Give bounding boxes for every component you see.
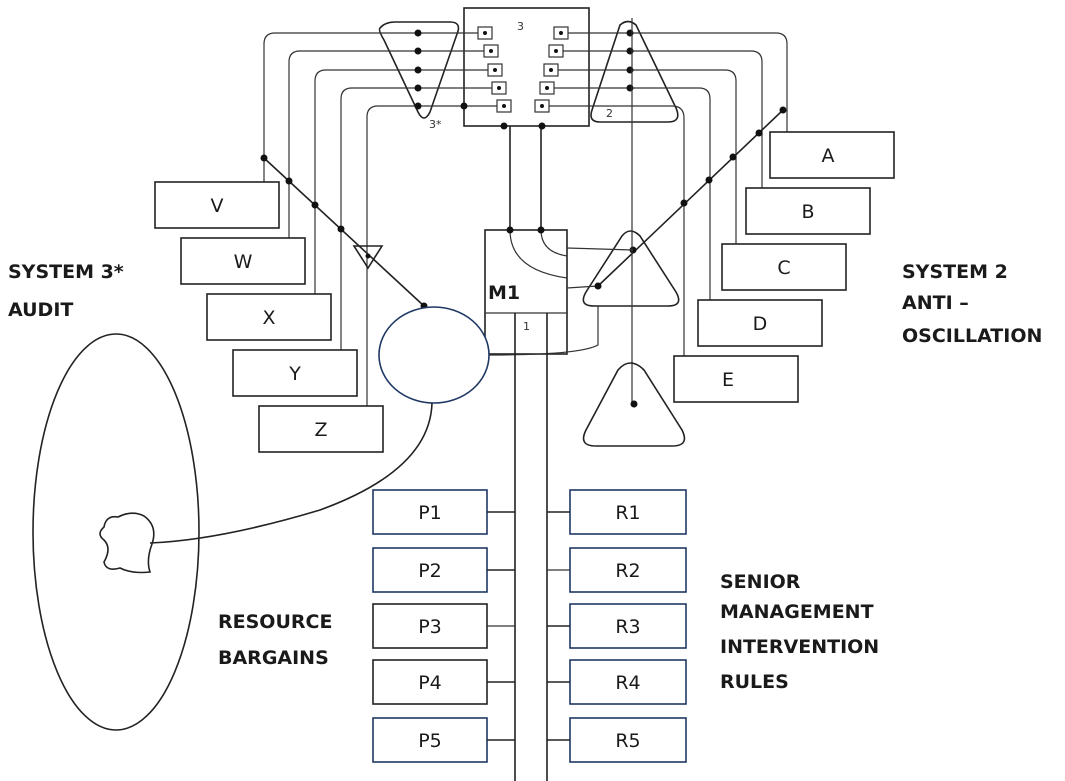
audit-circle bbox=[379, 307, 489, 403]
senior-heading-line4: RULES bbox=[720, 671, 789, 693]
box-p1-label: P1 bbox=[418, 502, 442, 524]
p-connectors bbox=[487, 512, 515, 740]
box-r5-label: R5 bbox=[615, 730, 640, 752]
box-r1-label: R1 bbox=[615, 502, 640, 524]
box-p4-label: P4 bbox=[418, 672, 442, 694]
r-connectors bbox=[547, 512, 570, 740]
box-y-label: Y bbox=[288, 363, 301, 385]
left-boxes: V W X Y Z bbox=[155, 182, 383, 452]
box-c-label: C bbox=[777, 257, 790, 279]
resource-heading-line1: RESOURCE bbox=[218, 611, 332, 633]
senior-heading-line1: SENIOR bbox=[720, 571, 801, 593]
box-z-label: Z bbox=[314, 419, 327, 441]
system2-heading-line2: ANTI – bbox=[902, 292, 969, 314]
box-r4-label: R4 bbox=[615, 672, 640, 694]
box-x-label: X bbox=[262, 307, 275, 329]
system2-triangle bbox=[591, 22, 678, 123]
system2-heading-line3: OSCILLATION bbox=[902, 325, 1042, 347]
system3-heading-line2: AUDIT bbox=[8, 299, 73, 321]
system3-number: 3 bbox=[517, 20, 524, 33]
system3star-label: 3* bbox=[429, 118, 442, 131]
box-a-label: A bbox=[822, 145, 835, 167]
senior-heading-line3: INTERVENTION bbox=[720, 636, 879, 658]
system2-center-triangle bbox=[583, 231, 678, 306]
system2-heading-line1: SYSTEM 2 bbox=[902, 261, 1008, 283]
system3-box bbox=[464, 8, 589, 126]
m1-number: 1 bbox=[523, 320, 530, 333]
box-r3-label: R3 bbox=[615, 616, 640, 638]
box-p2-label: P2 bbox=[418, 560, 442, 582]
system2-label: 2 bbox=[606, 107, 613, 120]
box-p5-label: P5 bbox=[418, 730, 442, 752]
box-p3-label: P3 bbox=[418, 616, 442, 638]
operation-blob bbox=[100, 513, 154, 572]
m1-label: M1 bbox=[488, 282, 520, 304]
right-boxes: A B C D E bbox=[674, 132, 894, 402]
box-r2-label: R2 bbox=[615, 560, 640, 582]
system3-heading-line1: SYSTEM 3* bbox=[8, 261, 124, 283]
box-e-label: E bbox=[722, 369, 734, 391]
box-b-label: B bbox=[801, 201, 814, 223]
box-w-label: W bbox=[234, 251, 253, 273]
box-v-label: V bbox=[211, 195, 224, 217]
p-boxes: P1 P2 P3 P4 P5 bbox=[373, 490, 487, 762]
resource-heading-line2: BARGAINS bbox=[218, 647, 329, 669]
box-e bbox=[674, 356, 798, 402]
senior-heading-line2: MANAGEMENT bbox=[720, 601, 874, 623]
r-boxes: R1 R2 R3 R4 R5 bbox=[570, 490, 686, 762]
box-d-label: D bbox=[753, 313, 768, 335]
environment-ellipse bbox=[33, 334, 199, 730]
